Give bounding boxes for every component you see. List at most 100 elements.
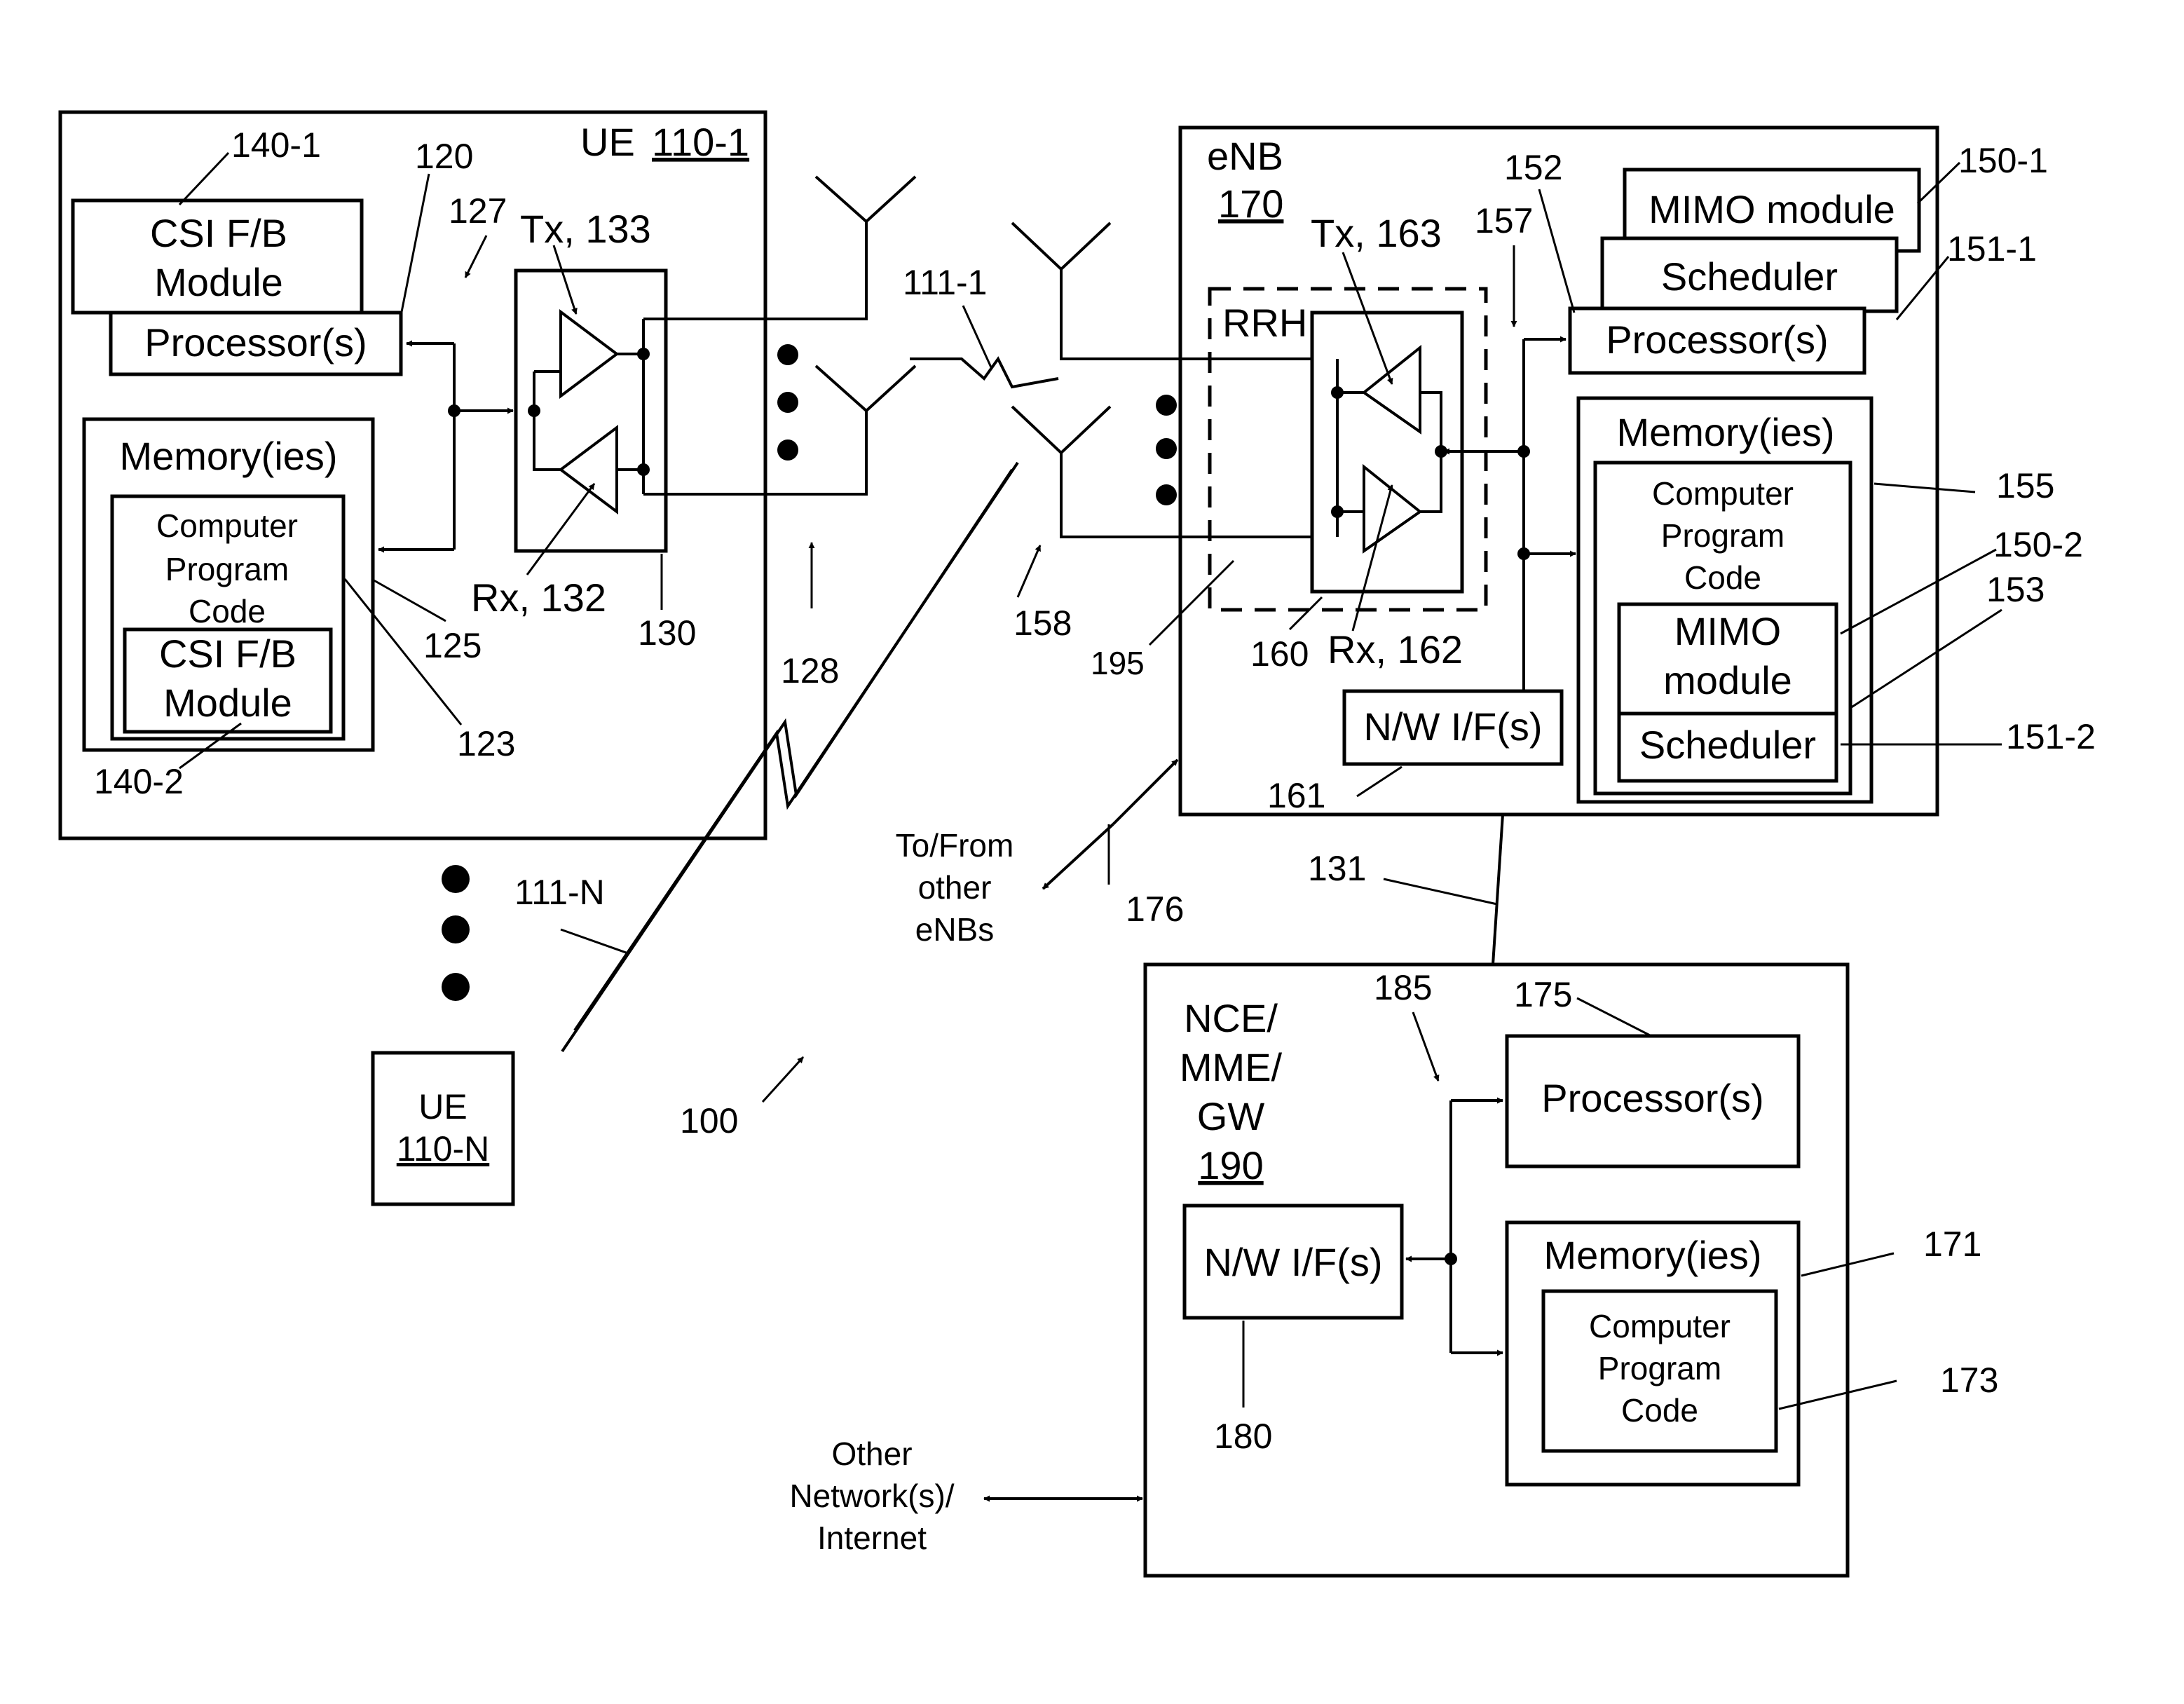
ue1-csi-module-line2: Module	[154, 260, 283, 304]
enb-id: 170	[1218, 182, 1283, 226]
ref-131: 131	[1308, 849, 1366, 888]
ref-171: 171	[1923, 1225, 1981, 1264]
ue-n-id: 110-N	[397, 1129, 489, 1168]
ref-160: 160	[1250, 634, 1309, 674]
ref-127: 127	[449, 191, 507, 231]
nce-label-line1: NCE/	[1184, 996, 1278, 1040]
ue1-id: 110-1	[652, 120, 749, 164]
ue1-antenna-ellipsis-1	[777, 344, 798, 365]
nce-mme-gw-190: NCE/ MME/ GW 190 Processor(s) Memory(ies…	[1145, 965, 1848, 1576]
enb-tx-label: Tx, 163	[1311, 211, 1442, 255]
nce-processor-label: Processor(s)	[1541, 1076, 1763, 1120]
ue1-trx-dot-top	[637, 348, 650, 360]
ref-111-1: 111-1	[903, 263, 987, 302]
ue1-antenna-ellipsis-2	[777, 392, 798, 413]
ue-110-n: UE 110-N	[373, 1053, 513, 1204]
ref-158: 158	[1013, 604, 1072, 643]
enb-mimo-label: MIMO module	[1649, 187, 1895, 231]
enb-nw-if-label: N/W I/F(s)	[1363, 704, 1542, 749]
ref-130: 130	[638, 613, 696, 653]
other-enbs-line2: other	[918, 869, 992, 906]
ue1-csi2-line1: CSI F/B	[159, 632, 296, 676]
ue-ellipsis-3	[442, 973, 470, 1001]
ue-ellipsis-1	[442, 865, 470, 893]
ref-120: 120	[415, 137, 473, 176]
ue-n-outline	[373, 1053, 513, 1204]
ue-ellipsis-2	[442, 915, 470, 943]
ref-100-arrow	[763, 1057, 803, 1102]
other-networks-line1: Other	[831, 1436, 912, 1472]
ref-111-1-leader	[963, 306, 991, 367]
enb-bus-junction-1	[1517, 445, 1530, 458]
ue1-rx-label: Rx, 132	[471, 575, 606, 620]
enb-label: eNB	[1207, 134, 1283, 178]
ref-123: 123	[457, 724, 515, 763]
ref-150-1: 150-1	[1958, 141, 2048, 180]
nce-code-line2: Program	[1598, 1350, 1721, 1386]
nce-code-line1: Computer	[1589, 1308, 1731, 1344]
other-enbs-line3: eNBs	[915, 911, 994, 948]
enb-antenna-ellipsis-2	[1156, 438, 1177, 459]
ref-140-1: 140-1	[231, 125, 321, 165]
ref-173: 173	[1940, 1361, 1998, 1400]
nce-label-line2: MME/	[1180, 1045, 1283, 1089]
ue1-antenna-2	[816, 366, 915, 411]
ue1-antenna-ellipsis-3	[777, 439, 798, 461]
to-other-enbs-arrow-in	[1043, 824, 1113, 889]
enb-mimo2-line1: MIMO	[1674, 609, 1781, 653]
ref-153: 153	[1986, 570, 2045, 609]
ref-195: 195	[1091, 645, 1145, 681]
ref-125: 125	[423, 626, 482, 665]
enb-processor-label: Processor(s)	[1606, 318, 1828, 362]
enb-code-line2: Program	[1661, 517, 1784, 554]
ue1-label: UE	[580, 120, 635, 164]
ue1-code-line1: Computer	[156, 507, 298, 544]
ref-161: 161	[1267, 776, 1325, 815]
ue1-processor-label: Processor(s)	[144, 320, 367, 364]
enb-rx-label: Rx, 162	[1328, 627, 1463, 672]
nce-bus-junction	[1445, 1253, 1457, 1265]
ue1-antenna-1	[816, 177, 915, 221]
enb-bus-junction-2	[1517, 547, 1530, 560]
radio-link-111-1	[910, 359, 1058, 387]
ref-175: 175	[1514, 975, 1572, 1014]
ref-151-2: 151-2	[2006, 717, 2096, 756]
ue1-csi-module-line1: CSI F/B	[150, 211, 287, 255]
enb-code-line1: Computer	[1652, 475, 1794, 512]
ue1-memory-label: Memory(ies)	[119, 434, 337, 478]
rrh-label: RRH	[1222, 301, 1307, 345]
ref-150-2: 150-2	[1993, 525, 2083, 564]
ue1-csi2-line2: Module	[163, 681, 292, 725]
ref-185: 185	[1374, 968, 1432, 1007]
other-networks-line3: Internet	[817, 1520, 927, 1556]
enb-antenna-ellipsis-3	[1156, 484, 1177, 505]
ue1-tx-label: Tx, 133	[520, 207, 651, 251]
link-131	[1493, 814, 1503, 965]
ref-152: 152	[1504, 148, 1562, 187]
ref-155: 155	[1996, 466, 2054, 505]
ref-157: 157	[1475, 201, 1533, 240]
nce-memory-label: Memory(ies)	[1543, 1233, 1761, 1277]
enb-antenna-2	[1012, 407, 1110, 453]
other-networks-line2: Network(s)/	[789, 1478, 954, 1514]
ref-111-n: 111-N	[514, 873, 605, 912]
ref-100: 100	[680, 1101, 738, 1140]
ref-180: 180	[1214, 1417, 1272, 1456]
ue1-code-line2: Program	[165, 551, 289, 587]
enb-memory-label: Memory(ies)	[1616, 410, 1834, 454]
enb-scheduler-label: Scheduler	[1661, 254, 1838, 299]
enb-scheduler2-label: Scheduler	[1639, 723, 1816, 767]
nce-nw-if-label: N/W I/F(s)	[1203, 1240, 1382, 1284]
nce-code-line3: Code	[1621, 1392, 1698, 1429]
ref-140-2: 140-2	[94, 762, 184, 801]
other-enbs-line1: To/From	[896, 827, 1014, 864]
nce-id: 190	[1198, 1143, 1263, 1187]
ref-176: 176	[1126, 890, 1184, 929]
ref-158-arrow	[1018, 545, 1040, 597]
ref-151-1: 151-1	[1947, 229, 2037, 268]
ue1-trx-dot-bottom	[637, 463, 650, 476]
ref-111-n-leader	[561, 929, 628, 953]
ue1-code-line3: Code	[189, 593, 266, 629]
enb-code-line3: Code	[1684, 559, 1761, 596]
